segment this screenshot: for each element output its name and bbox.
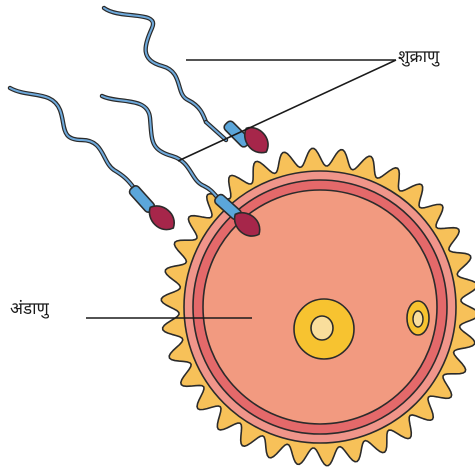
sperm-cell [102, 96, 265, 242]
nucleolus [311, 316, 333, 340]
sperm-cell [104, 8, 274, 158]
sperm-tail [104, 8, 206, 122]
sperm-cell [10, 88, 180, 235]
polar-body-inner [413, 311, 423, 327]
ovum-label: अंडाणु [10, 296, 49, 319]
sperm-leader-line [178, 60, 396, 161]
sperm-label: शुक्राणु [398, 44, 439, 67]
